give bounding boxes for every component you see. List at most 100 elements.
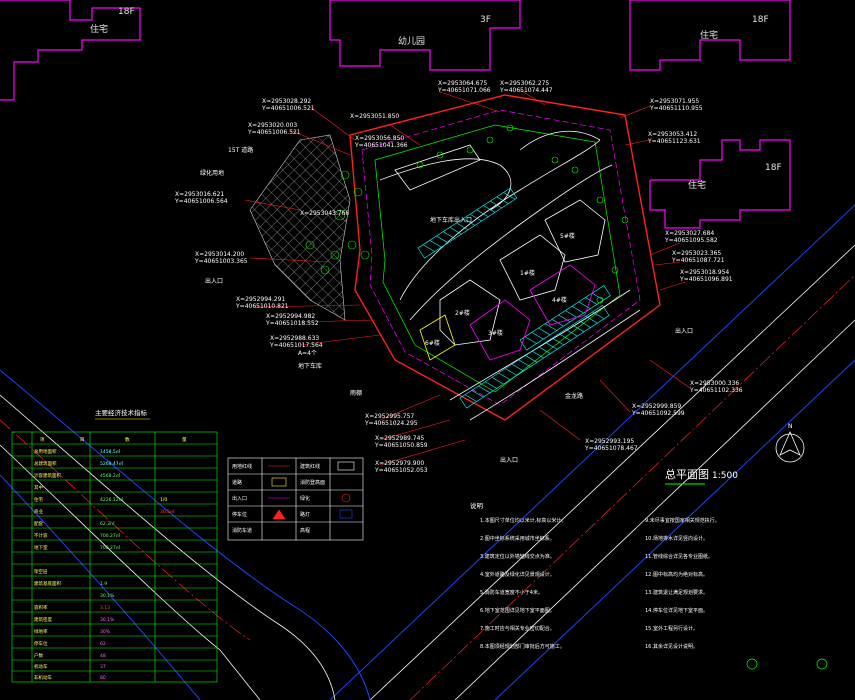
svg-text:3.建筑定位以外墙轴线交点为准。: 3.建筑定位以外墙轴线交点为准。 bbox=[480, 553, 555, 560]
svg-text:30.1%: 30.1% bbox=[100, 593, 115, 599]
svg-text:13.建筑退让满足规划要求。: 13.建筑退让满足规划要求。 bbox=[645, 589, 708, 596]
svg-text:X=2953043.766: X=2953043.766 bbox=[300, 210, 349, 217]
neighbor-floors-2: 3F bbox=[480, 15, 491, 25]
svg-text:X=2952994.291: X=2952994.291 bbox=[236, 296, 285, 303]
svg-text:Y=40651018.552: Y=40651018.552 bbox=[265, 320, 319, 327]
svg-text:48: 48 bbox=[100, 653, 106, 659]
building-label-f: 6#楼 bbox=[425, 339, 440, 347]
svg-text:Y=40651110.955: Y=40651110.955 bbox=[649, 105, 703, 112]
coordinate-callouts bbox=[244, 89, 691, 466]
svg-text:绿化: 绿化 bbox=[300, 495, 310, 502]
main-road bbox=[0, 204, 855, 700]
svg-text:1.本图尺寸单位均以米计,标高以米计。: 1.本图尺寸单位均以米计,标高以米计。 bbox=[480, 517, 566, 524]
svg-text:2.图中坐标系统采用城市坐标系。: 2.图中坐标系统采用城市坐标系。 bbox=[480, 535, 555, 542]
notes-left: 1.本图尺寸单位均以米计,标高以米计。 2.图中坐标系统采用城市坐标系。 3.建… bbox=[480, 517, 566, 650]
svg-text:非机动车: 非机动车 bbox=[34, 674, 52, 681]
svg-text:X=2952993.195: X=2952993.195 bbox=[585, 438, 634, 445]
coordinate-text: X=2953028.292 Y=40651006.521 X=2953020.0… bbox=[174, 80, 743, 474]
svg-text:Y=40651074.447: Y=40651074.447 bbox=[499, 87, 553, 94]
svg-text:其中: 其中 bbox=[34, 484, 43, 491]
svg-text:配套: 配套 bbox=[34, 520, 43, 527]
svg-text:62.3㎡: 62.3㎡ bbox=[100, 520, 115, 527]
svg-text:X=2953027.684: X=2953027.684 bbox=[665, 230, 714, 237]
svg-text:1458.5㎡: 1458.5㎡ bbox=[100, 448, 121, 455]
label-gate-1: 出入口 bbox=[675, 327, 693, 335]
svg-text:架空层: 架空层 bbox=[34, 568, 48, 575]
svg-text:消防登高面: 消防登高面 bbox=[300, 479, 325, 486]
neighbor-floors-1: 18F bbox=[118, 7, 135, 17]
neighbor-label-2: 幼儿园 bbox=[398, 35, 425, 47]
svg-text:1.9: 1.9 bbox=[100, 581, 107, 587]
internal-road bbox=[379, 130, 641, 421]
neighbor-floors-3: 18F bbox=[752, 15, 769, 25]
label-afield: 15T 道路 bbox=[228, 146, 253, 154]
svg-text:12.图中标高均为绝对标高。: 12.图中标高均为绝对标高。 bbox=[645, 571, 708, 578]
label-ramp: 地下车库出入口 bbox=[430, 216, 472, 224]
svg-text:X=2953062.275: X=2953062.275 bbox=[500, 80, 549, 87]
svg-text:数: 数 bbox=[125, 436, 130, 443]
svg-text:用地红线: 用地红线 bbox=[232, 463, 252, 470]
parking-rows bbox=[417, 187, 611, 409]
svg-text:消防车道: 消防车道 bbox=[232, 527, 252, 534]
site-buildings bbox=[394, 144, 606, 361]
svg-text:37: 37 bbox=[100, 664, 106, 670]
neighbor-label-1: 住宅 bbox=[90, 23, 108, 35]
svg-text:住宅: 住宅 bbox=[34, 496, 43, 503]
svg-text:10.场地排水详见竖向设计。: 10.场地排水详见竖向设计。 bbox=[645, 535, 708, 542]
drawing-title: 总平面图 bbox=[665, 467, 709, 481]
svg-text:4568.2㎡: 4568.2㎡ bbox=[100, 472, 121, 479]
svg-text:X=2952999.859: X=2952999.859 bbox=[632, 403, 681, 410]
svg-text:不计容: 不计容 bbox=[34, 532, 48, 539]
svg-text:路灯: 路灯 bbox=[300, 511, 310, 518]
svg-text:Y=40651041.366: Y=40651041.366 bbox=[354, 142, 408, 149]
site-boundary bbox=[349, 94, 661, 421]
svg-text:建筑密度: 建筑密度 bbox=[34, 616, 52, 623]
svg-text:80: 80 bbox=[100, 675, 106, 681]
svg-text:X=2952994.982: X=2952994.982 bbox=[266, 313, 315, 320]
label-ent: A=4个 bbox=[298, 350, 317, 357]
svg-text:停车位: 停车位 bbox=[232, 511, 247, 518]
label-gate-3: 出入口 bbox=[205, 277, 223, 285]
svg-text:Y=40651050.859: Y=40651050.859 bbox=[374, 442, 428, 449]
svg-text:目: 目 bbox=[80, 437, 85, 443]
building-label-c: 1#楼 bbox=[520, 269, 535, 277]
svg-text:地下室: 地下室 bbox=[34, 544, 48, 551]
svg-text:计容建筑面积: 计容建筑面积 bbox=[34, 472, 61, 479]
svg-text:4.室外道路及绿化详见景观设计。: 4.室外道路及绿化详见景观设计。 bbox=[480, 571, 555, 578]
svg-text:量: 量 bbox=[182, 436, 187, 443]
grid-marker-icons bbox=[746, 658, 828, 670]
svg-text:5.消防车道宽度不小于4米。: 5.消防车道宽度不小于4米。 bbox=[480, 589, 543, 596]
indicator-table bbox=[11, 431, 218, 683]
svg-text:X=2952988.633: X=2952988.633 bbox=[270, 335, 319, 342]
svg-text:X=2953071.955: X=2953071.955 bbox=[650, 98, 699, 105]
svg-text:X=2953020.003: X=2953020.003 bbox=[248, 122, 297, 129]
neighbor-label-4: 住宅 bbox=[688, 179, 706, 191]
svg-text:X=2952995.757: X=2952995.757 bbox=[365, 413, 414, 420]
svg-text:Y=40651096.891: Y=40651096.891 bbox=[679, 276, 733, 283]
svg-text:Y=40651006.564: Y=40651006.564 bbox=[174, 198, 228, 205]
svg-text:X=2953056.850: X=2953056.850 bbox=[355, 135, 404, 142]
svg-text:Y=40651087.721: Y=40651087.721 bbox=[671, 257, 725, 264]
svg-text:700.27㎡: 700.27㎡ bbox=[100, 532, 121, 539]
label-gate-2: 出入口 bbox=[500, 456, 518, 464]
svg-text:容积率: 容积率 bbox=[34, 604, 48, 611]
svg-text:30.5㎡: 30.5㎡ bbox=[160, 508, 175, 515]
svg-text:700.27㎡: 700.27㎡ bbox=[100, 544, 121, 551]
svg-text:Y=40651102.336: Y=40651102.336 bbox=[689, 387, 743, 394]
building-label-d: 4#楼 bbox=[552, 296, 567, 304]
svg-text:总建筑面积: 总建筑面积 bbox=[34, 460, 57, 467]
svg-text:商业: 商业 bbox=[34, 508, 43, 515]
svg-text:62: 62 bbox=[100, 641, 106, 647]
legend-text: 用地红线 建筑红线 道路 消防登高面 出入口 绿化 停车位 路灯 消防车道 高程 bbox=[232, 463, 325, 534]
svg-text:Y=40651078.467: Y=40651078.467 bbox=[584, 445, 638, 452]
svg-text:Y=40651123.631: Y=40651123.631 bbox=[647, 138, 701, 145]
svg-text:建筑红线: 建筑红线 bbox=[300, 463, 320, 470]
svg-text:9.未尽事宜按国家相关规范执行。: 9.未尽事宜按国家相关规范执行。 bbox=[645, 517, 720, 524]
svg-text:Y=40651071.066: Y=40651071.066 bbox=[437, 87, 491, 94]
svg-text:30%: 30% bbox=[100, 629, 111, 635]
svg-text:15.室外工程另行设计。: 15.室外工程另行设计。 bbox=[645, 625, 698, 632]
svg-text:X=2953023.365: X=2953023.365 bbox=[672, 250, 721, 257]
trees bbox=[305, 124, 629, 304]
svg-text:Y=40651052.053: Y=40651052.053 bbox=[374, 467, 428, 474]
svg-text:Y=40651095.582: Y=40651095.582 bbox=[664, 237, 718, 244]
